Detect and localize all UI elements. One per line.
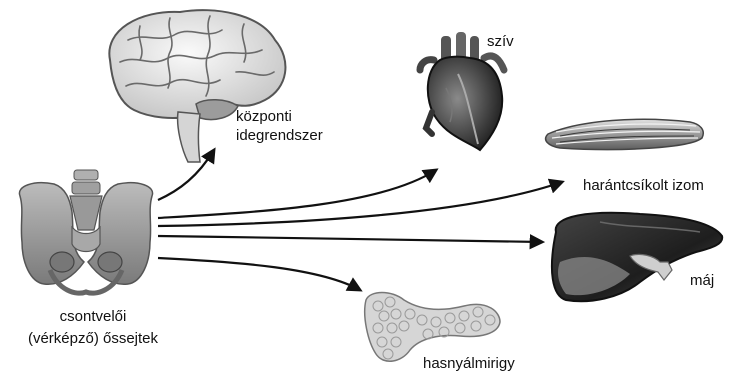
pelvis-bone-icon xyxy=(19,170,152,293)
muscle-label: harántcsíkolt izom xyxy=(583,176,704,195)
heart-label: szív xyxy=(487,32,514,51)
source-label-line2: (vérképző) őssejtek xyxy=(8,329,178,348)
brain-label-line1: központi xyxy=(236,107,292,126)
arrow-to-heart xyxy=(158,170,436,218)
source-label-line1: csontvelői xyxy=(8,307,178,326)
brain-label-line2: idegrendszer xyxy=(236,126,323,145)
muscle-icon xyxy=(546,119,704,149)
pancreas-label: hasnyálmirigy xyxy=(423,354,515,373)
liver-label: máj xyxy=(690,271,714,290)
pancreas-icon xyxy=(365,293,500,362)
arrow-to-pancreas xyxy=(158,258,360,290)
arrow-to-liver xyxy=(158,236,542,242)
arrows xyxy=(158,150,562,290)
arrow-to-muscle xyxy=(158,182,562,226)
